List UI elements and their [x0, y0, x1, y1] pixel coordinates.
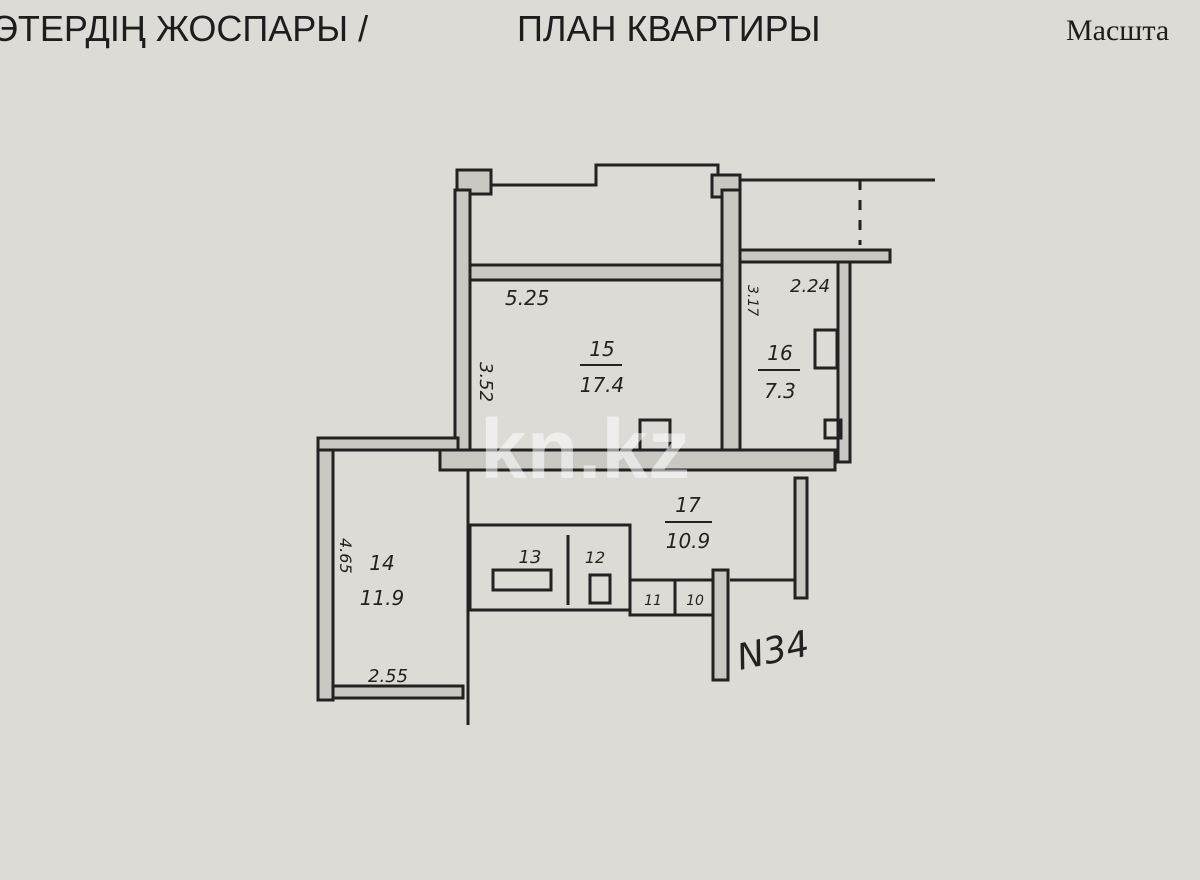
- dim-room15-width: 5.25: [505, 286, 550, 310]
- dim-room14-width: 2.55: [368, 666, 408, 687]
- room-14-number: 14: [369, 551, 394, 575]
- title-russian: ПЛАН КВАРТИРЫ: [517, 8, 821, 49]
- room-15-number: 15: [589, 337, 614, 361]
- dim-kitchen-depth: 3.17: [744, 285, 760, 316]
- room-16-number: 16: [767, 341, 792, 365]
- dim-room15-depth: 3.52: [475, 362, 496, 402]
- room-16-area: 7.3: [764, 379, 796, 403]
- apartment-number: N34: [733, 624, 813, 679]
- dim-room14-depth: 4.65: [336, 538, 355, 574]
- room-17-number: 17: [675, 493, 701, 517]
- room-17-area: 10.9: [666, 529, 711, 553]
- room-13-number: 13: [519, 547, 542, 568]
- room-10-number: 10: [686, 593, 704, 609]
- scale-label: Масшта: [1066, 14, 1170, 47]
- room-11-number: 11: [644, 593, 662, 609]
- walls: [316, 163, 935, 725]
- title-kazakh: ЭТЕРДІҢ ЖОСПАРЫ /: [0, 8, 369, 49]
- watermark: kn.kz: [480, 402, 690, 496]
- room-15-area: 17.4: [580, 373, 625, 397]
- dim-kitchen-width: 2.24: [790, 276, 830, 297]
- dimension-labels: 5.25 3.52 2.24 3.17 4.65 2.55: [336, 276, 830, 687]
- room-labels: 15 17.4 16 7.3 17 10.9 14 11.9 13 12 11 …: [360, 337, 800, 610]
- room-14-area: 11.9: [360, 586, 405, 610]
- room-12-number: 12: [585, 548, 605, 567]
